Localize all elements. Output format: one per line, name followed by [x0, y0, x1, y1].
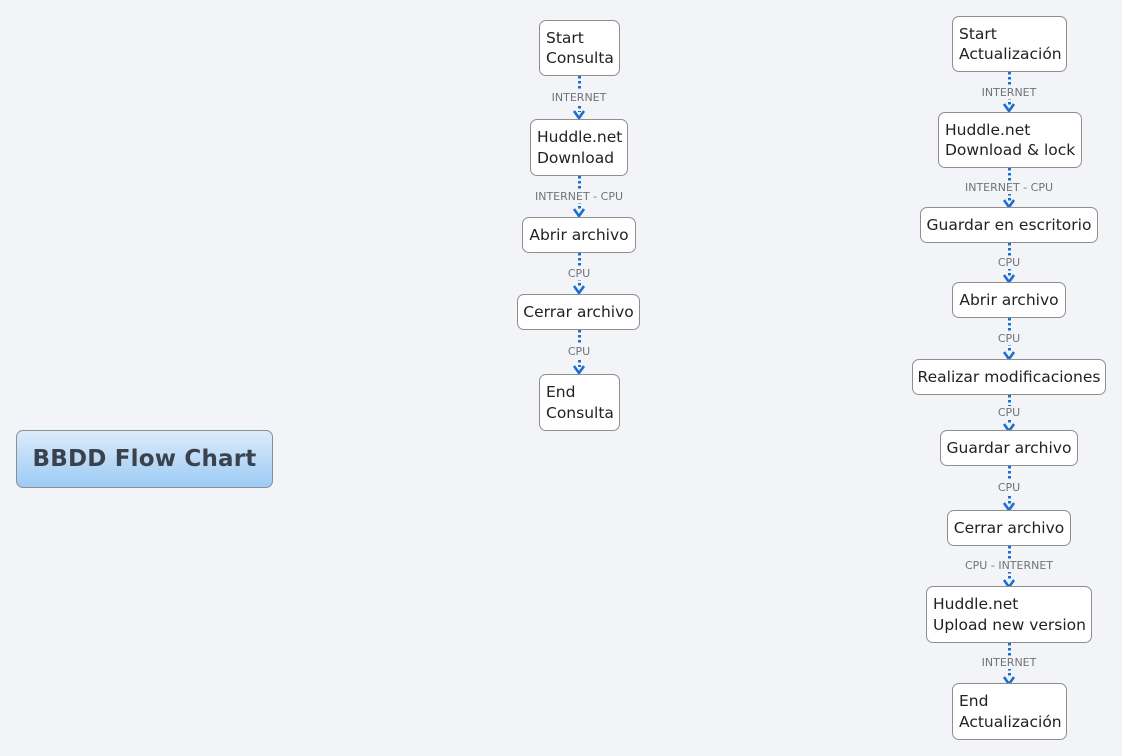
node-start-actualizacion[interactable]: Start Actualización	[952, 16, 1067, 72]
node-line: Realizar modificaciones	[917, 367, 1101, 386]
node-abrir-archivo[interactable]: Abrir archivo	[522, 217, 636, 253]
node-line: End	[546, 383, 576, 401]
node-line: Start	[546, 28, 584, 47]
connector-label: INTERNET	[550, 91, 608, 104]
node-line: Cerrar archivo	[953, 518, 1065, 537]
node-start-consulta[interactable]: Start Consulta	[539, 20, 620, 76]
connector-label: CPU	[996, 406, 1022, 419]
root-topic-bbdd-flow-chart[interactable]: BBDD Flow Chart	[16, 430, 273, 488]
arrow-down-icon	[573, 365, 585, 374]
node-line: End	[959, 692, 989, 710]
node-cerrar-archivo[interactable]: Cerrar archivo	[517, 294, 640, 330]
node-line: Abrir archivo	[529, 225, 629, 244]
connector-label: CPU	[996, 332, 1022, 345]
node-line: Abrir archivo	[959, 290, 1059, 309]
node-line: Huddle.net	[933, 595, 1019, 613]
node-line: Guardar archivo	[946, 438, 1072, 457]
node-line: Upload new version	[933, 615, 1086, 634]
node-huddle-download[interactable]: Huddle.net Download	[530, 119, 628, 176]
node-line: Guardar en escritorio	[926, 215, 1092, 234]
arrow-down-icon	[1003, 103, 1015, 112]
node-guardar-archivo[interactable]: Guardar archivo	[940, 430, 1078, 466]
node-end-consulta[interactable]: End Consulta	[539, 374, 620, 431]
connector-label: CPU - INTERNET	[963, 559, 1055, 572]
node-cerrar-archivo[interactable]: Cerrar archivo	[947, 510, 1071, 546]
node-line: Huddle.net	[537, 128, 623, 146]
node-line: Download	[537, 148, 615, 167]
node-end-actualizacion[interactable]: End Actualización	[952, 683, 1067, 740]
connector-label: CPU	[996, 256, 1022, 269]
node-realizar-modificaciones[interactable]: Realizar modificaciones	[912, 359, 1106, 395]
connector-label: CPU	[566, 345, 592, 358]
node-guardar-escritorio[interactable]: Guardar en escritorio	[920, 207, 1098, 243]
connector-label: CPU	[566, 267, 592, 280]
arrow-down-icon	[573, 285, 585, 294]
node-line: Start	[959, 24, 997, 43]
connector-label: INTERNET	[980, 656, 1038, 669]
node-line: Download & lock	[945, 141, 1076, 159]
node-line: Actualización	[959, 712, 1062, 731]
connector-label: INTERNET	[980, 86, 1038, 99]
node-line: Actualización	[959, 45, 1062, 63]
connector-label: INTERNET - CPU	[533, 190, 625, 203]
arrow-down-icon	[573, 110, 585, 119]
node-line: Consulta	[546, 403, 614, 422]
node-huddle-download-lock[interactable]: Huddle.net Download & lock	[938, 112, 1082, 168]
arrow-down-icon	[573, 208, 585, 217]
node-line: Cerrar archivo	[523, 302, 634, 321]
node-abrir-archivo[interactable]: Abrir archivo	[952, 282, 1066, 318]
root-topic-label: BBDD Flow Chart	[32, 446, 257, 472]
connector-label: CPU	[996, 481, 1022, 494]
connector-label: INTERNET - CPU	[963, 181, 1055, 194]
node-line: Huddle.net	[945, 120, 1031, 139]
node-line: Consulta	[546, 49, 614, 67]
node-huddle-upload[interactable]: Huddle.net Upload new version	[926, 586, 1092, 643]
